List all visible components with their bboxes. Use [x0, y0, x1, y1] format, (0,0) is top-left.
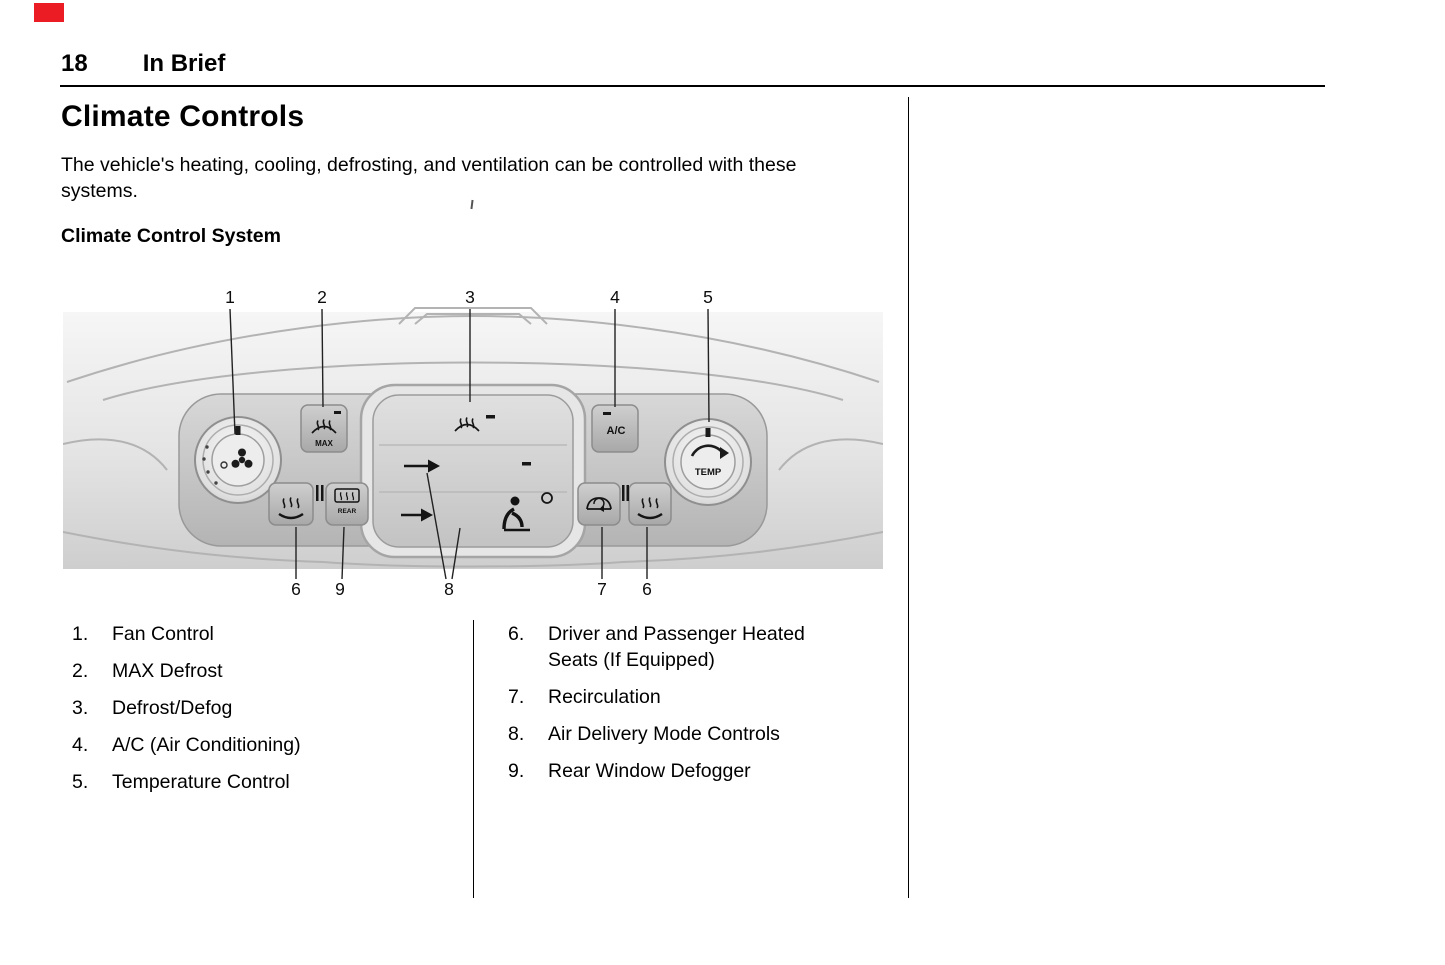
legend-item-label: MAX Defrost [112, 660, 223, 682]
legend-item-label: Recirculation [548, 686, 661, 708]
fan-speed-dots [202, 445, 218, 485]
stray-mark [470, 199, 474, 210]
legend-left-column: 1. Fan Control 2. MAX Defrost 3. Defrost… [72, 621, 462, 806]
legend-item-number: 7. [508, 686, 525, 708]
fan-control-knob [194, 416, 282, 504]
legend-item-label: Temperature Control [112, 771, 290, 793]
header-rule [60, 85, 1325, 87]
dashboard-art [62, 307, 884, 569]
callout-lines [229, 308, 710, 580]
diagram-svg: TEMP MAX [62, 287, 884, 599]
legend-column-divider [473, 620, 474, 898]
fan-icon [231, 448, 253, 468]
intro-paragraph: The vehicle's heating, cooling, defrosti… [61, 154, 797, 202]
air-delivery-arrow-icon-2 [401, 508, 433, 522]
max-label: MAX [315, 439, 333, 448]
legend-item-label: Air Delivery Mode Controls [548, 723, 780, 745]
legend-item-label: Rear Window Defogger [548, 760, 751, 782]
figure-caption: Climate Control System [61, 225, 281, 247]
page-header: 18 In Brief [61, 50, 225, 78]
temp-arc-icon [690, 444, 722, 457]
legend-item-label: Fan Control [112, 623, 214, 645]
air-delivery-controls [401, 459, 553, 532]
legend-item-number: 3. [72, 697, 89, 719]
rear-label: REAR [338, 508, 357, 515]
recirculation-button [577, 482, 621, 526]
legend-item: 2. MAX Defrost [72, 658, 462, 684]
heated-seat-right-button [622, 482, 672, 526]
max-defrost-button: MAX [300, 404, 348, 453]
chapter-title: In Brief [142, 50, 226, 77]
temperature-knob: TEMP [664, 418, 752, 506]
legend-item: 9. Rear Window Defogger [508, 758, 853, 784]
legend-item-number: 5. [72, 771, 89, 793]
callout-6-left: 6 [291, 579, 301, 599]
legend-item: 4. A/C (Air Conditioning) [72, 732, 462, 758]
callout-3: 3 [465, 287, 475, 307]
legend-item-label: A/C (Air Conditioning) [112, 734, 301, 756]
legend-item-label: Defrost/Defog [112, 697, 233, 719]
callout-7: 7 [597, 579, 607, 599]
legend-item: 7. Recirculation [508, 684, 853, 710]
page-number: 18 [61, 50, 88, 77]
legend-item: 3. Defrost/Defog [72, 695, 462, 721]
legend-right-column: 6. Driver and Passenger Heated Seats (If… [508, 621, 853, 795]
heated-seat-left-button [268, 482, 324, 526]
callout-9: 9 [335, 579, 345, 599]
callout-5: 5 [703, 287, 713, 307]
ac-label: A/C [607, 425, 626, 437]
callout-8: 8 [444, 579, 454, 599]
legend-item-number: 8. [508, 723, 525, 745]
callout-1: 1 [225, 287, 235, 307]
page-column-divider [908, 97, 909, 898]
legend-item-number: 1. [72, 623, 89, 645]
section-title: Climate Controls [61, 100, 305, 133]
red-annotation-mark [34, 3, 64, 22]
callout-2: 2 [317, 287, 327, 307]
callout-6-right: 6 [642, 579, 652, 599]
defrost-defog-button [455, 415, 495, 431]
legend-item: 5. Temperature Control [72, 769, 462, 795]
legend-item-number: 2. [72, 660, 89, 682]
temp-knob-label: TEMP [695, 467, 722, 478]
legend-item: 8. Air Delivery Mode Controls [508, 721, 853, 747]
air-delivery-arrow-icon [404, 459, 440, 473]
callout-numbers: 1 2 3 4 5 6 9 8 7 6 [225, 287, 713, 599]
callout-4: 4 [610, 287, 620, 307]
seat-person-icon [502, 496, 530, 532]
climate-control-diagram: TEMP MAX [62, 282, 884, 604]
legend-item-number: 9. [508, 760, 525, 782]
rear-defogger-button: REAR [325, 482, 369, 526]
fan-off-mark [220, 461, 228, 469]
legend-item-number: 4. [72, 734, 89, 756]
legend-item: 1. Fan Control [72, 621, 462, 647]
legend-item-number: 6. [508, 623, 525, 645]
legend-item-label: Driver and Passenger Heated Seats (If Eq… [548, 623, 805, 671]
recirculation-icon [586, 497, 612, 512]
auto-indicator-mark [541, 492, 553, 504]
rear-window-icon [334, 488, 360, 503]
legend-item: 6. Driver and Passenger Heated Seats (If… [508, 621, 853, 673]
ac-button: A/C [591, 404, 639, 453]
